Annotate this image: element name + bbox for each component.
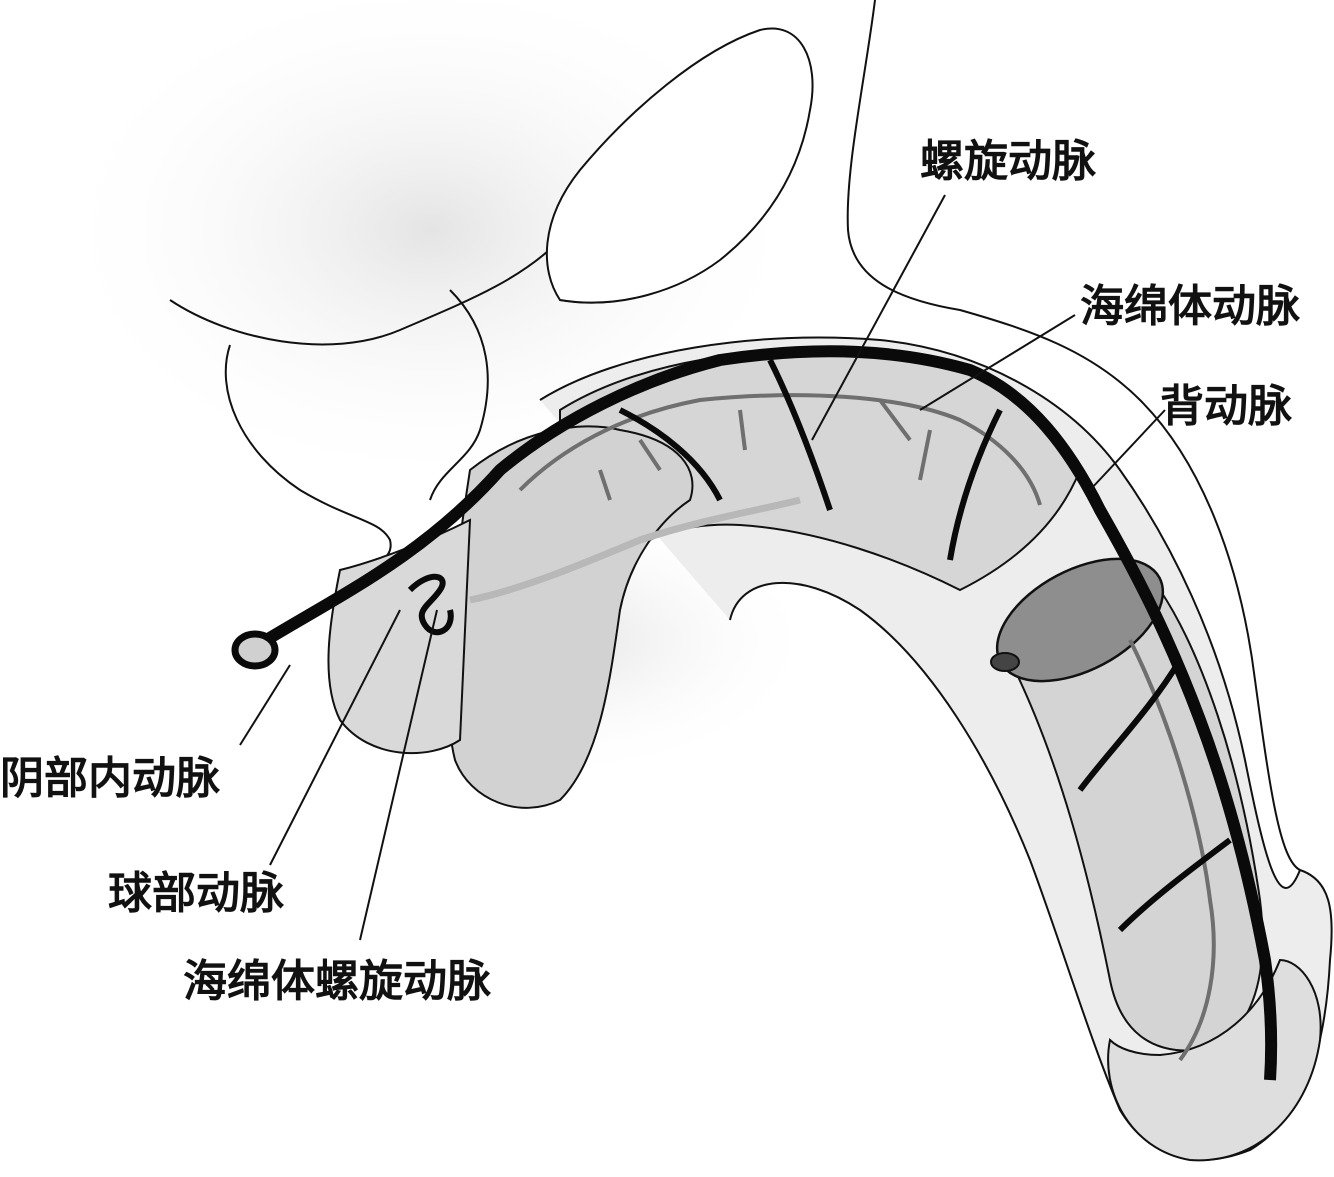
- leader-cavernous-artery: [919, 314, 1076, 411]
- spiral-artery-branches: [618, 358, 1232, 933]
- leader-spiral-artery: [811, 194, 946, 441]
- label-internal-pudendal-artery: 阴部内动脉: [0, 753, 220, 804]
- leader-internal-pudendal: [239, 664, 291, 746]
- label-bulbar-artery: 球部动脉: [108, 868, 284, 919]
- helicine-artery-coil: [407, 573, 454, 636]
- internal-pudendal-stump: [231, 630, 279, 670]
- label-dorsal-artery: 背动脉: [1160, 381, 1292, 432]
- leader-bulbar-artery: [269, 609, 401, 866]
- leader-dorsal-artery: [1089, 409, 1166, 491]
- distal-cavernous-vessel: [1128, 639, 1216, 1062]
- cavernous-artery-branches: [518, 393, 1042, 506]
- skin-vertical-line: [846, 0, 1301, 871]
- label-cavernous-helicine-artery: 海绵体螺旋动脉: [183, 956, 491, 1007]
- cavernous-artery-vessel: [469, 496, 801, 604]
- symphysis-outline: [545, 27, 814, 304]
- label-cavernous-artery: 海绵体动脉: [1080, 281, 1300, 332]
- leader-helicine-artery: [359, 609, 438, 941]
- dorsal-artery-vessel: [246, 345, 1278, 1081]
- urethra-opening: [990, 652, 1020, 672]
- label-spiral-artery: 螺旋动脉: [920, 136, 1096, 187]
- pelvic-floor-outline: [429, 289, 489, 501]
